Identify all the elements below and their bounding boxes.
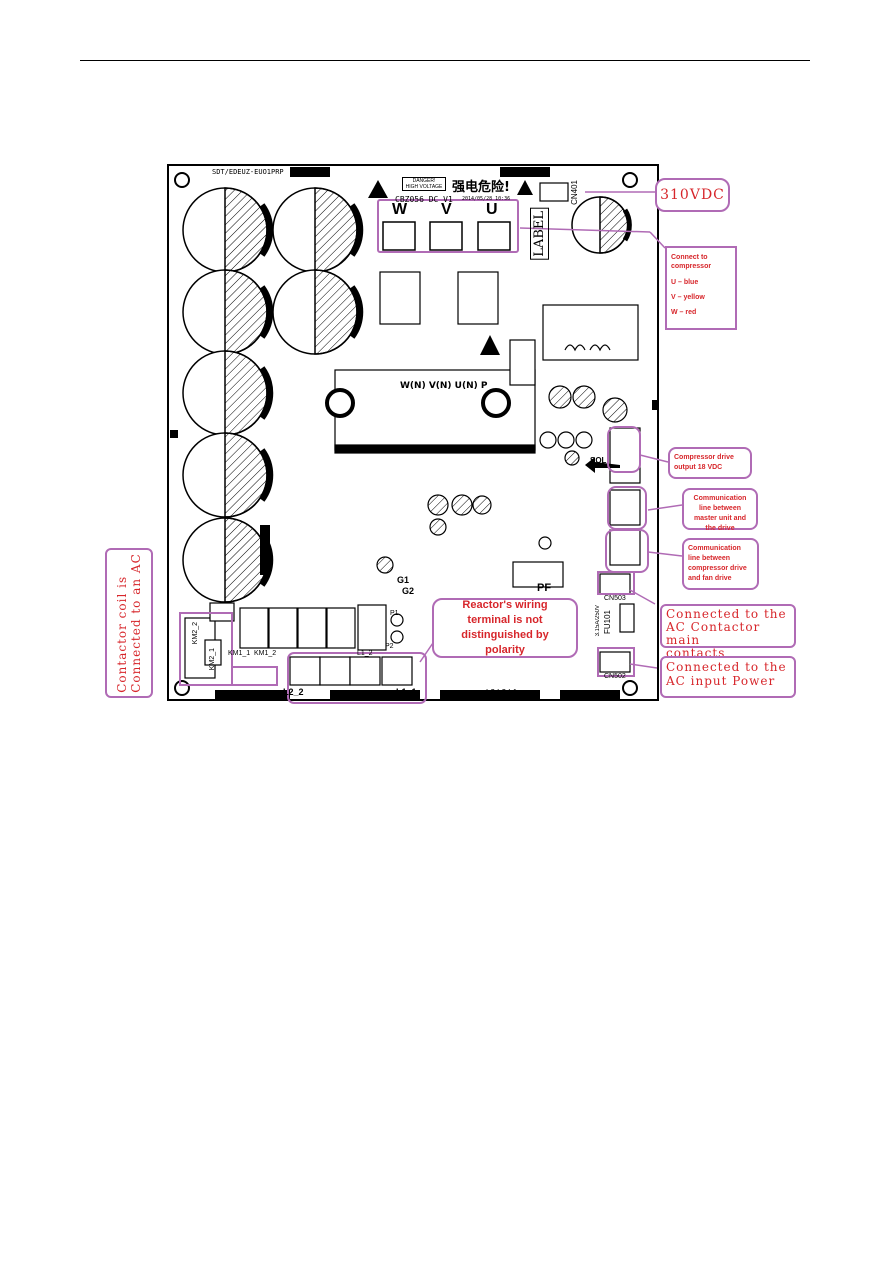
right-side-components	[512, 182, 641, 673]
l1-1-label: L1_1	[396, 687, 417, 697]
callout-contactor-coil-l1: Contactor coil is	[115, 575, 129, 693]
p1-label: P1	[390, 610, 399, 617]
callout-contactor-main-l1: Connected to the	[666, 607, 787, 621]
callout-contactor-main: Connected to the AC Contactor main conta…	[660, 604, 796, 660]
g2-label: G2	[402, 586, 415, 596]
g1-label: G1	[397, 575, 410, 585]
callout-310vdc: 310VDC	[655, 178, 730, 212]
callout-reactor-text: Reactor's wiring terminal is not disting…	[461, 599, 549, 656]
highlight-boxes	[179, 199, 649, 704]
callout-drive-output-text: Compressor drive output 18 VDC	[674, 454, 734, 471]
small-capacitors	[376, 385, 628, 644]
callout-compressor: Connect to compressor U – blue V – yello…	[665, 246, 737, 330]
warning-label-line2: HIGH VOLTAGE	[405, 184, 443, 190]
callout-u-blue: U – blue	[671, 279, 699, 286]
fuse-label: FU101	[603, 610, 612, 635]
l1-2-label: L1_2	[357, 650, 373, 657]
dc-bus-capacitors	[182, 187, 632, 603]
power-module	[325, 271, 536, 454]
phase-u-label: U	[486, 201, 498, 218]
km2-1-label: KM2_1	[209, 648, 216, 671]
phase-w-label: W	[392, 201, 408, 218]
callout-ac-input-l1: Connected to the	[666, 660, 787, 674]
callout-contactor-main-l2: AC Contactor main	[666, 620, 761, 647]
l-bottom-label: L3 L2 L1	[486, 688, 518, 697]
cn502-label: CN502	[604, 673, 626, 680]
pf-label: PF	[537, 582, 552, 594]
phase-terminal-block	[382, 221, 511, 251]
callout-contactor-coil: Contactor coil is Connected to an AC	[105, 548, 153, 698]
callout-contactor-coil-l2: Connected to an AC	[129, 553, 143, 693]
callout-comm-fan-text: Communication line between compressor dr…	[688, 545, 747, 582]
chinese-warning: 强电危险!	[452, 180, 510, 195]
callout-310vdc-text: 310VDC	[660, 187, 725, 203]
km1-1-label: KM1_1	[228, 650, 251, 657]
callout-comm-master: Communication line between master unit a…	[682, 488, 758, 532]
callout-reactor: Reactor's wiring terminal is not disting…	[432, 598, 578, 658]
km2-2-label: KM2_2	[192, 622, 199, 645]
cn503-label: CN503	[604, 595, 626, 602]
date-code: 2014/05/28 10:36	[462, 196, 511, 202]
l2-2-label: L2_2	[283, 687, 304, 697]
cn401-label: CN401	[570, 180, 579, 205]
mounting-holes	[174, 172, 638, 696]
page-header-rule	[80, 60, 810, 61]
callout-comm-master-text: Communication line between master unit a…	[693, 495, 747, 532]
warning-label: DANGER! HIGH VOLTAGE	[402, 177, 446, 191]
fuse-rating: 3.15A/250V	[595, 605, 601, 637]
callout-compressor-title: Connect to compressor	[671, 254, 712, 270]
warning-triangle-icon	[368, 180, 533, 355]
callout-comm-fan: Communication line between compressor dr…	[682, 538, 759, 590]
callout-v-yellow: V – yellow	[671, 294, 705, 301]
callout-w-red: W – red	[671, 309, 697, 316]
callout-drive-output: Compressor drive output 18 VDC	[668, 447, 752, 479]
module-pins: W(N) V(N) U(N) P	[400, 381, 488, 391]
callout-contactor-coil-text: Contactor coil is Connected to an AC	[115, 553, 143, 693]
km1-2-label: KM1_2	[254, 650, 277, 657]
phase-v-label: V	[441, 201, 452, 218]
sol-label: SOL	[590, 456, 607, 465]
part-number: CBZ056 DC V1	[395, 195, 453, 204]
callout-ac-input-l2: AC input Power	[666, 674, 776, 688]
p2-label: P2	[385, 643, 394, 650]
label-box: LABEL	[530, 208, 549, 260]
callout-ac-input: Connected to the AC input Power	[660, 656, 796, 698]
warning-label-line1: DANGER!	[412, 178, 436, 184]
silk-top-left: SDT/EDEUZ-EUO1PRP	[212, 168, 284, 176]
